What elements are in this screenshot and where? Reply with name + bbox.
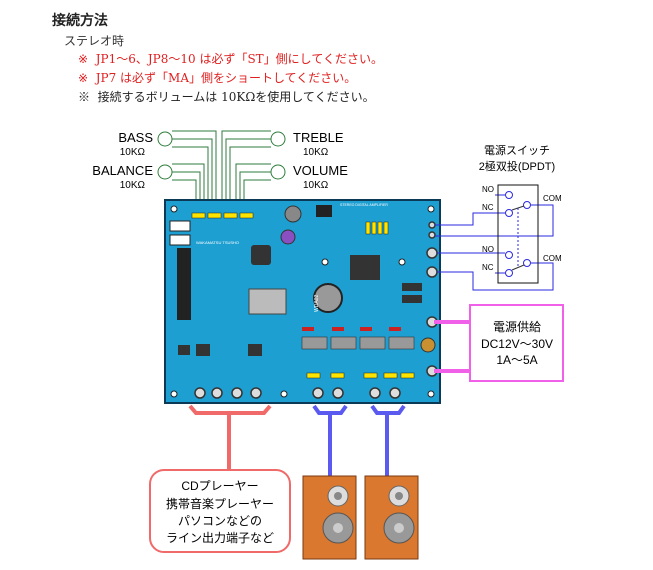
svg-text:NC: NC: [482, 203, 494, 212]
svg-text:NO: NO: [482, 245, 494, 254]
svg-text:WDA02: WDA02: [314, 295, 320, 312]
svg-text:電源スイッチ: 電源スイッチ: [484, 143, 550, 157]
amplifier-board: WAKAMATSU TSUSHO STEREO DIGITAL AMPLIFIE…: [164, 199, 441, 404]
input-wire: [188, 404, 272, 470]
speaker-wires: [312, 404, 406, 476]
svg-text:DC12V～30V: DC12V～30V: [481, 337, 553, 351]
speaker-left: [302, 475, 357, 560]
svg-text:1A～5A: 1A～5A: [496, 353, 537, 367]
svg-text:BALANCE: BALANCE: [92, 163, 153, 178]
svg-text:10KΩ: 10KΩ: [303, 147, 329, 158]
svg-text:STEREO DIGITAL AMPLIFIER: STEREO DIGITAL AMPLIFIER: [340, 203, 388, 207]
dpdt-switch: 電源スイッチ 2極双投(DPDT) NO NC COM NO NC COM: [479, 143, 562, 284]
pot-volume: VOLUME 10KΩ: [270, 163, 348, 191]
svg-text:ライン出力端子など: ライン出力端子など: [166, 531, 274, 545]
pot-treble: TREBLE 10KΩ: [270, 130, 344, 158]
note-3: ※ 接続するボリュームは 10KΩを使用してください。: [78, 90, 375, 104]
power-wires: [434, 320, 470, 373]
speaker-right: [364, 475, 419, 560]
subheading: ステレオ時: [64, 34, 125, 48]
svg-text:電源供給: 電源供給: [493, 320, 541, 334]
svg-text:CDプレーヤー: CDプレーヤー: [181, 479, 258, 493]
pot-bass: BASS 10KΩ: [118, 130, 173, 158]
svg-text:10KΩ: 10KΩ: [303, 180, 329, 191]
input-source-box: CDプレーヤー 携帯音楽プレーヤー パソコンなどの ライン出力端子など: [149, 469, 291, 553]
svg-text:BASS: BASS: [118, 130, 153, 145]
svg-text:VOLUME: VOLUME: [293, 163, 348, 178]
svg-text:10KΩ: 10KΩ: [120, 180, 146, 191]
pot-wires: [172, 130, 271, 205]
svg-text:NC: NC: [482, 263, 494, 272]
power-supply-box: 電源供給 DC12V～30V 1A～5A: [469, 304, 564, 382]
svg-text:携帯音楽プレーヤー: 携帯音楽プレーヤー: [166, 496, 274, 511]
svg-text:10KΩ: 10KΩ: [120, 147, 146, 158]
note-1: ※ JP1～6、JP8～10 は必ず「ST」側にしてください。: [78, 52, 383, 66]
note-2: ※ JP7 は必ず「MA」側をショートしてください。: [78, 71, 357, 85]
svg-text:WAKAMATSU TSUSHO: WAKAMATSU TSUSHO: [196, 240, 239, 245]
svg-text:COM: COM: [543, 254, 562, 263]
svg-text:TREBLE: TREBLE: [293, 130, 344, 145]
pot-balance: BALANCE 10KΩ: [92, 163, 173, 191]
svg-text:2極双投(DPDT): 2極双投(DPDT): [479, 159, 555, 173]
switch-wires: [435, 194, 554, 291]
svg-text:NO: NO: [482, 185, 494, 194]
section-heading: 接続方法: [52, 13, 108, 29]
svg-text:パソコンなどの: パソコンなどの: [178, 514, 262, 528]
svg-text:COM: COM: [543, 194, 562, 203]
